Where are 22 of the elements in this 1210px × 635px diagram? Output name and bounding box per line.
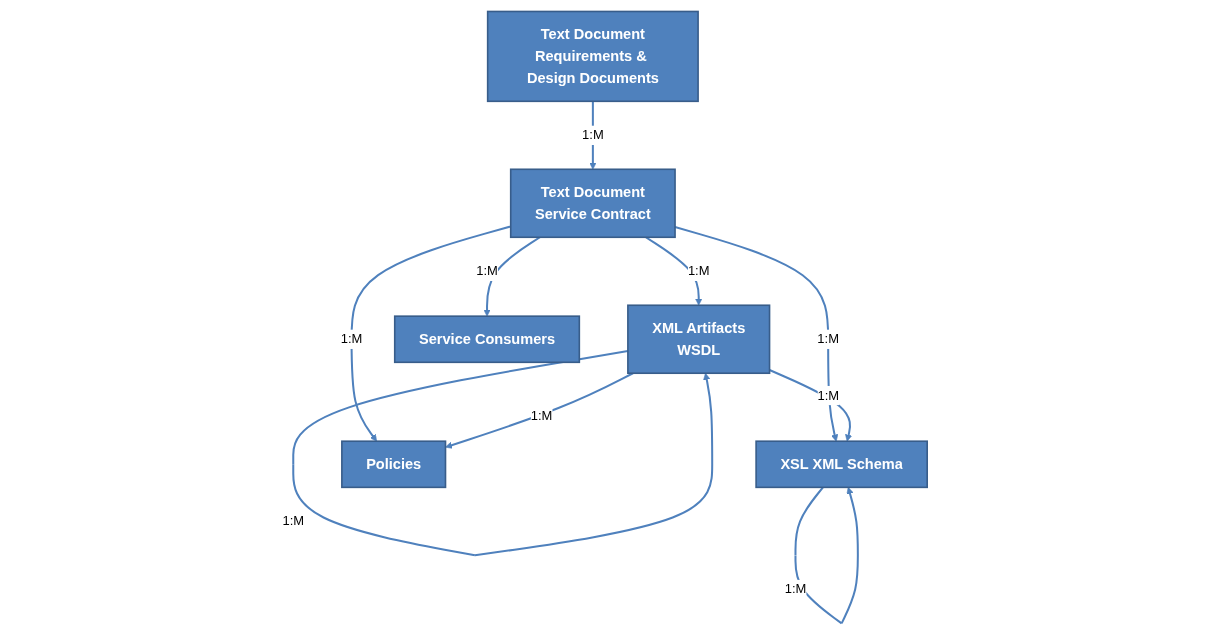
arrow — [769, 369, 853, 442]
edge-label: 1:M — [817, 331, 840, 346]
node-box: XSL XML Schema — [755, 440, 929, 489]
node-box: XML Artifacts WSDL — [627, 304, 771, 375]
node-box: Service Consumers — [394, 315, 581, 364]
arrow — [794, 486, 859, 625]
edge-label: 1:M — [582, 128, 604, 142]
arrow — [483, 236, 541, 317]
arrow — [589, 101, 597, 170]
edge-label: 1:M — [784, 582, 807, 596]
edge-label: 1:M — [817, 388, 840, 403]
arrow — [292, 350, 714, 557]
edge-label: 1:M — [688, 263, 710, 278]
edge-label: 1:M — [282, 514, 305, 528]
node-box: Policies — [341, 440, 447, 489]
arrow — [645, 236, 703, 306]
node-box: Text Document Service Contract — [510, 168, 676, 239]
arrow — [445, 372, 634, 449]
edge-label: 1:M — [530, 408, 553, 423]
node-box: Text Document Requirements & Design Documents — [487, 10, 700, 103]
edge-label: 1:M — [340, 331, 363, 346]
edge-label: 1:M — [476, 263, 498, 278]
